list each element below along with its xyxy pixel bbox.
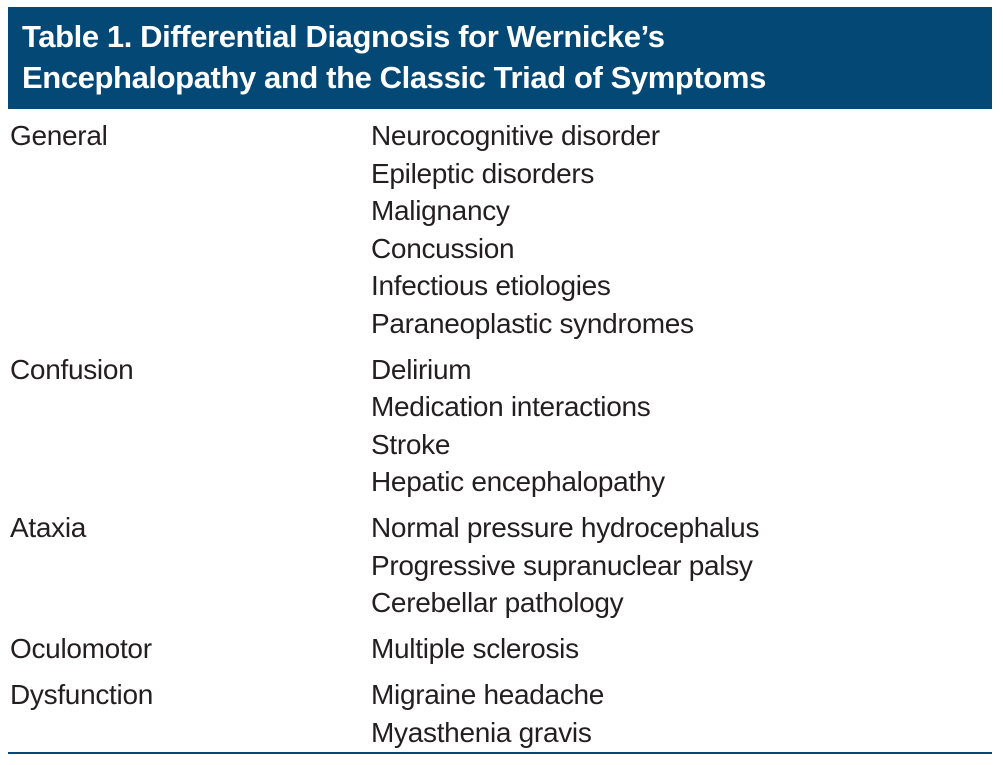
diagnosis-item: Concussion <box>371 232 515 264</box>
table-title-line-1: Table 1. Differential Diagnosis for Wern… <box>22 19 665 54</box>
diagnosis-item: Delirium <box>371 353 472 385</box>
diagnosis-item: Multiple sclerosis <box>371 633 579 664</box>
diagnosis-item: Neurocognitive disorder <box>371 120 660 151</box>
diagnosis-item: Hepatic encephalopathy <box>371 466 665 497</box>
row-category: Dysfunction <box>10 679 153 710</box>
table-title-line-2: Encephalopathy and the Classic Triad of … <box>22 60 766 95</box>
table-row: Oculomotor Multiple sclerosis <box>10 630 990 668</box>
diagnosis-item: Malignancy <box>371 195 510 226</box>
table-bottom-rule <box>8 752 992 754</box>
diagnosis-item: Normal pressure hydrocephalus <box>371 512 760 543</box>
row-category: General <box>10 120 108 151</box>
diagnosis-item: Myasthenia gravis <box>371 716 592 748</box>
diagnosis-item: Migraine headache <box>371 679 605 710</box>
diagnosis-item: Stroke <box>371 428 451 460</box>
diagnosis-item: Progressive supranuclear palsy <box>371 549 753 581</box>
row-category: Ataxia <box>10 512 87 543</box>
row-diagnoses: Multiple sclerosis <box>371 630 579 668</box>
diagnosis-item: Cerebellar pathology <box>371 587 624 618</box>
diagnosis-item: Medication interactions <box>371 391 651 422</box>
diagnosis-item: Paraneoplastic syndromes <box>371 307 694 339</box>
diagnosis-item: Infectious etiologies <box>371 270 611 301</box>
diagnosis-item: Epileptic disorders <box>371 157 595 189</box>
row-category: Confusion <box>10 353 134 385</box>
row-category: Oculomotor <box>10 633 152 664</box>
table-title-banner: Table 1. Differential Diagnosis for Wern… <box>8 7 992 109</box>
